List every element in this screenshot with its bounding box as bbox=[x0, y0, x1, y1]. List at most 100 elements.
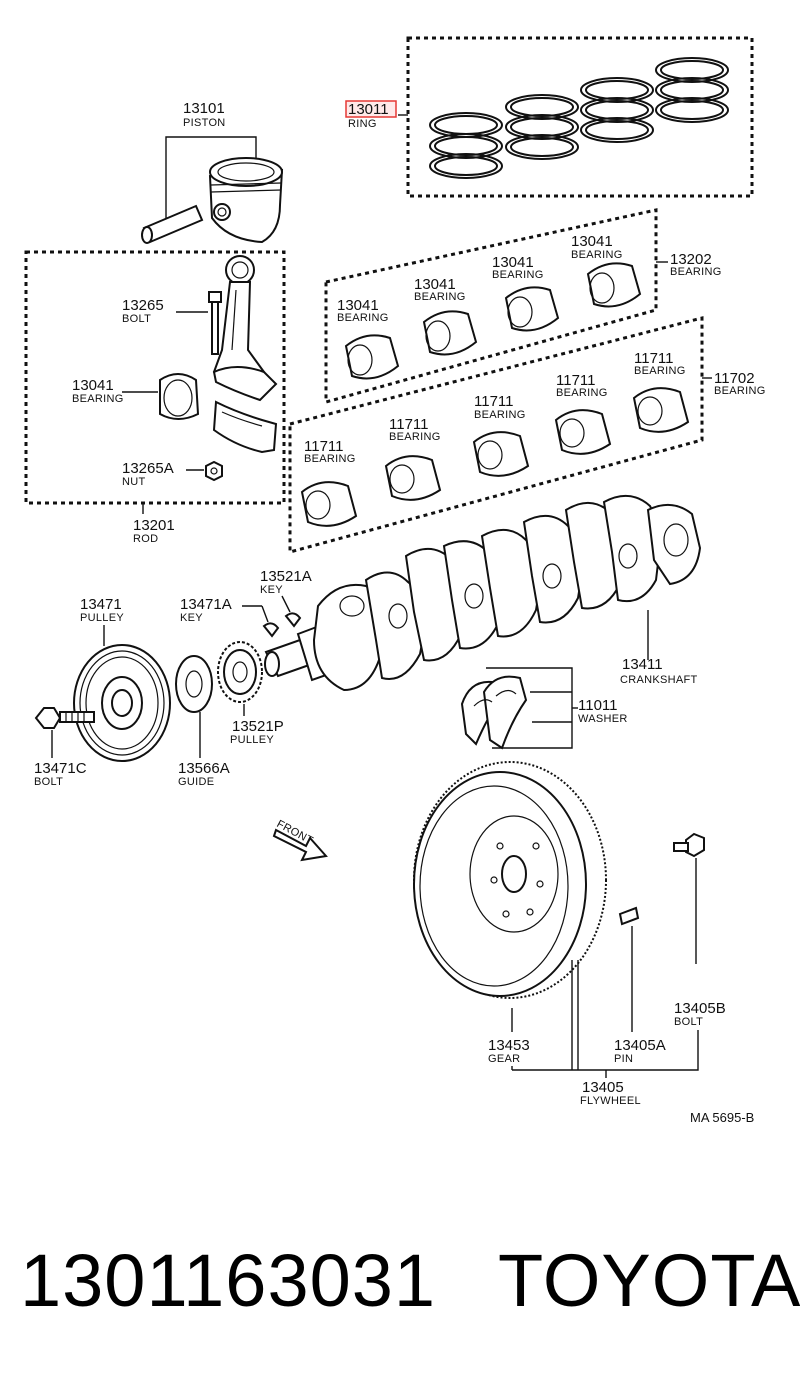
bearing-13041-d-number: 13041 bbox=[571, 233, 613, 250]
gear-number: 13453 bbox=[488, 1037, 530, 1054]
rod-name: ROD bbox=[133, 533, 158, 545]
bearing-11702-group: 11702 BEARING 11711 BEARING 11711 BEARIN… bbox=[288, 316, 766, 554]
bolt-13265-number: 13265 bbox=[122, 297, 164, 314]
bearing-13202-number: 13202 bbox=[670, 251, 712, 268]
gear-name: GEAR bbox=[488, 1053, 520, 1065]
pin-number: 13405A bbox=[614, 1037, 666, 1054]
connecting-rod bbox=[212, 255, 278, 402]
key-13471a-number: 13471A bbox=[180, 596, 232, 613]
ring-name: RING bbox=[348, 118, 377, 130]
main-bearing-1 bbox=[300, 481, 358, 527]
bearing-13041-a-name: BEARING bbox=[337, 312, 389, 324]
key-13521a-number: 13521A bbox=[260, 568, 312, 585]
bolt-13405b-number: 13405B bbox=[674, 1000, 726, 1017]
crankshaft bbox=[264, 495, 702, 692]
ring-group: 13011 RING bbox=[345, 36, 754, 198]
footer-part-number: 1301163031 bbox=[20, 1239, 436, 1322]
rod-number: 13201 bbox=[133, 517, 175, 534]
key-13521a bbox=[284, 612, 302, 628]
flywheel-pin bbox=[618, 906, 640, 926]
bearing-13202-name: BEARING bbox=[670, 266, 722, 278]
bearing-11702-number: 11702 bbox=[714, 370, 755, 387]
flywheel-bolt bbox=[673, 832, 705, 858]
rod-bearing bbox=[159, 373, 200, 420]
thrust-washers bbox=[460, 675, 528, 750]
rod-bolt bbox=[208, 291, 222, 355]
bearing-13041-b-number: 13041 bbox=[414, 276, 456, 293]
main-bearing-3 bbox=[472, 431, 530, 477]
main-bearing-4 bbox=[554, 409, 612, 455]
bearing-11711-c-name: BEARING bbox=[474, 409, 526, 421]
washer-number: 11011 bbox=[578, 697, 618, 714]
main-bearing-2 bbox=[384, 455, 442, 501]
pulley-13521p-number: 13521P bbox=[232, 718, 284, 735]
ring-set-3 bbox=[580, 77, 654, 143]
bearing-11711-d-number: 11711 bbox=[556, 372, 596, 389]
piston-pin bbox=[141, 204, 204, 244]
pulley-13471-number: 13471 bbox=[80, 596, 122, 613]
flywheel-name: FLYWHEEL bbox=[580, 1095, 641, 1107]
bearing-11711-a-name: BEARING bbox=[304, 453, 356, 465]
footer-brand: TOYOTA bbox=[498, 1239, 800, 1322]
crankshaft-name: CRANKSHAFT bbox=[620, 674, 698, 686]
flywheel-number: 13405 bbox=[582, 1079, 624, 1096]
ring-set-4 bbox=[655, 57, 729, 123]
bearing-11711-a-number: 11711 bbox=[304, 438, 344, 455]
nut-13265a-name: NUT bbox=[122, 476, 146, 488]
bearing-13041-b-name: BEARING bbox=[414, 291, 466, 303]
bolt-13471c-number: 13471C bbox=[34, 760, 87, 777]
front-arrow: FRONT bbox=[272, 818, 328, 862]
bearing-13041-c-name: BEARING bbox=[492, 269, 544, 281]
guide-number: 13566A bbox=[178, 760, 230, 777]
bearing-11711-d-name: BEARING bbox=[556, 387, 608, 399]
rod-cap bbox=[212, 400, 278, 454]
bearing-11711-e-number: 11711 bbox=[634, 350, 674, 367]
rod-bearing-number: 13041 bbox=[72, 377, 114, 394]
guide-13566a bbox=[175, 655, 213, 713]
rod-group: 13201 ROD 13265 BOLT 13041 BEARING bbox=[24, 250, 286, 545]
bearing-11711-e-name: BEARING bbox=[634, 365, 686, 377]
pin-name: PIN bbox=[614, 1053, 633, 1065]
piston-group: 13101 PISTON bbox=[141, 100, 284, 244]
bearing-13041-c-number: 13041 bbox=[492, 254, 534, 271]
bearing-shell-2 bbox=[422, 310, 478, 356]
bolt-13405b-name: BOLT bbox=[674, 1016, 703, 1028]
bolt-13265-name: BOLT bbox=[122, 313, 151, 325]
nut-13265a-number: 13265A bbox=[122, 460, 174, 477]
main-bearing-5 bbox=[632, 387, 690, 433]
ring-highlight-box bbox=[345, 100, 397, 118]
bearing-shell-1 bbox=[344, 334, 400, 380]
piston-number: 13101 bbox=[183, 100, 225, 117]
crank-pulley bbox=[73, 644, 171, 762]
key-13471a bbox=[262, 622, 280, 638]
bearing-11711-c-number: 11711 bbox=[474, 393, 514, 410]
ring-set-1 bbox=[429, 112, 503, 179]
pulley-bolt bbox=[34, 707, 95, 729]
guide-name: GUIDE bbox=[178, 776, 214, 788]
ring-set-2 bbox=[505, 94, 579, 160]
key-13471a-name: KEY bbox=[180, 612, 203, 624]
flywheel bbox=[413, 761, 607, 999]
rod-nut bbox=[205, 460, 223, 482]
pulley-13471-name: PULLEY bbox=[80, 612, 124, 624]
bearing-13202-group: 13202 BEARING 13041 BEARING 13041 BEARIN… bbox=[324, 208, 722, 404]
bearing-13041-d-name: BEARING bbox=[571, 249, 623, 261]
diagram-code: MA 5695-B bbox=[690, 1110, 754, 1125]
bearing-11702-name: BEARING bbox=[714, 385, 766, 397]
key-13521a-name: KEY bbox=[260, 584, 283, 596]
timing-pulley-13521p bbox=[217, 641, 263, 703]
bearing-11711-b-name: BEARING bbox=[389, 431, 441, 443]
pulley-13521p-name: PULLEY bbox=[230, 734, 274, 746]
bolt-13471c-name: BOLT bbox=[34, 776, 63, 788]
piston-body bbox=[208, 157, 284, 244]
crankshaft-number: 13411 bbox=[622, 656, 663, 673]
washer-name: WASHER bbox=[578, 713, 628, 725]
bearing-shell-3 bbox=[504, 286, 560, 332]
bearing-shell-4 bbox=[586, 262, 642, 308]
bearing-11711-b-number: 11711 bbox=[389, 416, 429, 433]
ring-number: 13011 bbox=[348, 101, 389, 118]
piston-name: PISTON bbox=[183, 117, 226, 129]
rod-bearing-name: BEARING bbox=[72, 393, 124, 405]
bearing-13041-a-number: 13041 bbox=[337, 297, 379, 314]
